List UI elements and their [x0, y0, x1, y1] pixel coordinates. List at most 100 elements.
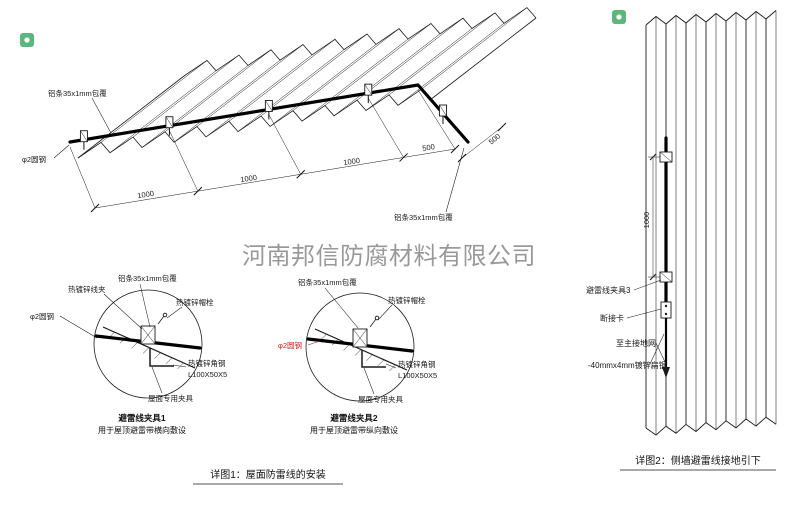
d2-angle-label-2: L100X50X5 [398, 371, 437, 380]
leader-line [53, 144, 70, 159]
hatch-line [154, 352, 161, 359]
d2-subtitle: 用于屋顶避雷带纵向敷设 [310, 425, 398, 435]
wall-dim-label: 1000 [642, 212, 651, 229]
bolt-shank [157, 315, 165, 325]
d2-angle-label-1: 热镀锌角钢 [398, 359, 436, 369]
d2-bolt-label: 热镀锌帽栓 [388, 295, 426, 305]
wall-clamp-label: 避雷线夹具3 [586, 285, 631, 295]
roof-dim-label: 1000 [343, 156, 361, 167]
dim-ext [368, 98, 404, 158]
leader-line [91, 97, 112, 134]
hatch-line [377, 359, 385, 366]
sheet-side-edge [77, 75, 185, 159]
roof-alu-right-label: 铝条35x1mm包覆 [394, 212, 453, 222]
leader-line [166, 306, 183, 319]
dim-ext [268, 114, 301, 175]
valley-line [237, 49, 345, 132]
angle-steel [149, 348, 174, 367]
stamp-dot [24, 37, 30, 43]
valley-line [173, 60, 281, 143]
roof-side-dim-label: 500 [487, 132, 502, 147]
ridge-line [164, 49, 272, 132]
bolt-head [162, 312, 168, 318]
ridge-line [196, 44, 304, 127]
dim-tick [457, 153, 467, 163]
bolt-shank [369, 318, 377, 328]
wall-bottom-edge [645, 416, 777, 436]
lightning-wire [68, 83, 470, 144]
dim-ext [69, 146, 96, 209]
clamp-cross [659, 271, 673, 283]
leader-line [385, 363, 397, 369]
d1-angle-label-2: L100X50X5 [188, 370, 227, 379]
d2-alu-label: 铝条35x1mm包覆 [298, 277, 357, 287]
leader-line [103, 293, 143, 330]
hatch-line [354, 349, 362, 356]
valley-line [269, 44, 377, 127]
hatch-line [177, 362, 184, 370]
valley-line [141, 65, 249, 148]
wall-clamp-bottom [659, 271, 673, 283]
wall-clamp-top [659, 151, 673, 163]
ridge-line [132, 54, 240, 138]
captions: 详图1：屋面防雷线的安装 详图2：侧墙避雷线接地引下 [193, 454, 776, 485]
valley-line [205, 54, 313, 138]
wall-dimension: 1000 [642, 153, 660, 281]
wall-corrugated-sheet [645, 10, 777, 436]
hatch-line [131, 342, 138, 349]
detail-circle [305, 292, 415, 402]
wall-disconnect-label: 断接卡 [600, 313, 624, 323]
clamp-cross [265, 100, 273, 112]
leader-line [172, 364, 187, 368]
roof-surface-hatch [108, 331, 184, 370]
ridge-line [388, 12, 496, 96]
d2-fixture-label: 屋面专用夹具 [358, 394, 403, 404]
wall-flat-steel-label: -40mmx4mm镀锌扁钢 [588, 360, 667, 370]
ground-arrow [662, 367, 670, 378]
ridge-line [324, 23, 432, 106]
leader-line [626, 308, 662, 319]
hatch-line [142, 347, 150, 354]
hatch-line [389, 364, 396, 372]
d1-wire-clip-label: 热镀锌线夹 [68, 284, 106, 294]
clamp-cross [364, 84, 372, 96]
wall-top-edge [645, 10, 777, 26]
ridge-line [228, 39, 336, 122]
leader-line [59, 315, 98, 339]
stamp-icon [612, 10, 626, 24]
detail-1: 热镀锌线夹 铝条35x1mm包覆 热镀锌帽栓 φ2圆钢 热镀锌角钢 L100X5… [30, 273, 227, 435]
ridge-line [420, 7, 528, 90]
ridge-line [292, 28, 400, 111]
clamp-cross [439, 104, 447, 117]
sheet-side-edge [429, 17, 537, 101]
angle-steel [361, 350, 386, 368]
leader-line [445, 147, 465, 213]
d1-alu-label: 铝条35x1mm包覆 [118, 273, 177, 283]
detail-circle [93, 289, 203, 399]
valley-line [365, 28, 473, 111]
clamp-cross [80, 130, 88, 142]
roof-dim-label: 1000 [240, 173, 258, 184]
clamp-cross [352, 328, 368, 348]
leader-line [363, 367, 375, 395]
watermark-text: 河南邦信防腐材料有限公司 [242, 244, 536, 270]
leader-line [633, 279, 662, 291]
dim-line [461, 126, 503, 159]
d1-fixture-label: 屋面专用夹具 [148, 393, 193, 403]
valley-line [333, 33, 441, 116]
roof-side-dimension: 500 [457, 122, 507, 163]
ridge-line [356, 18, 464, 101]
card-bolt [664, 312, 668, 316]
ridge-line [100, 60, 208, 143]
roof-dim-label: 1000 [137, 189, 155, 200]
detail-2: 铝条35x1mm包覆 热镀锌帽栓 φ2圆钢 热镀锌角钢 L100X50X5 屋面… [278, 277, 437, 435]
leader-line [655, 342, 667, 365]
d1-round-steel-label: φ2圆钢 [30, 311, 54, 321]
caption-detail-2: 详图2：侧墙避雷线接地引下 [635, 454, 761, 467]
d1-bolt-label: 热镀锌帽栓 [176, 297, 214, 307]
stamp-icon [20, 33, 34, 47]
wall-ground-label: 至主接地网 [616, 338, 656, 348]
clamp-cross [140, 325, 156, 345]
